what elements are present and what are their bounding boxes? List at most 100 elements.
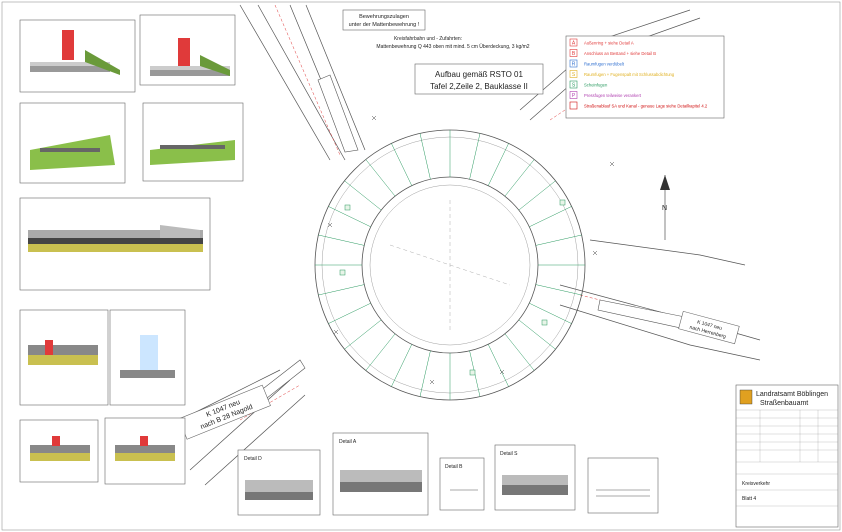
legend-key: S bbox=[572, 83, 576, 89]
legend-label: Raumfugen + Fugenspalt mit Schlussabdich… bbox=[584, 72, 675, 77]
detail-panel bbox=[19, 19, 136, 93]
authority-logo bbox=[739, 389, 753, 405]
project-name: Kreisverkehr bbox=[742, 481, 770, 487]
scheinfuge-line bbox=[518, 180, 556, 211]
note-text: unter der Mattenbewehrung ! bbox=[349, 22, 420, 28]
sheet-number: Blatt 4 bbox=[742, 496, 756, 502]
detail-panels-bottom: Detail D Detail A Detail B Detail S bbox=[237, 432, 659, 516]
scheinfuge-line bbox=[318, 284, 365, 296]
note-text: Bewehrungszulagen bbox=[359, 14, 409, 20]
roundabout bbox=[314, 129, 586, 401]
north-arrow: N bbox=[660, 175, 670, 240]
detail-panel bbox=[104, 417, 186, 485]
legend-key: A bbox=[572, 41, 576, 47]
road-e-edge-2 bbox=[559, 304, 761, 361]
scheinfuge-symbol bbox=[344, 204, 351, 211]
scheinfuge-line bbox=[318, 234, 365, 246]
note-reinforcement: Bewehrungszulagen unter der Mattenbewehr… bbox=[342, 9, 426, 31]
road-nw-edge-1 bbox=[239, 4, 331, 161]
title-block: Landratsamt Böblingen Straßenbauamt Krei… bbox=[735, 384, 839, 528]
dashed-line-n bbox=[274, 4, 341, 156]
scheinfuge-line bbox=[504, 333, 535, 371]
central-island bbox=[369, 184, 531, 346]
scheinfuge-line bbox=[344, 319, 382, 350]
x-marker bbox=[609, 161, 615, 167]
title-block-grid bbox=[736, 409, 838, 507]
note-text: Kreisfahrbahn und - Zufahrten: bbox=[394, 36, 462, 42]
note-text: Mattenbewehrung Q 443 oben mit mind. 5 c… bbox=[376, 43, 529, 50]
detail-panel-s2 bbox=[587, 457, 659, 514]
scheinfuge-line bbox=[529, 206, 572, 228]
road-n-edge-2 bbox=[305, 4, 366, 151]
detail-panel bbox=[19, 309, 109, 406]
legend-key: P bbox=[572, 93, 576, 99]
legend-swatch bbox=[569, 38, 578, 47]
legend-label: Pressfugen teilweise verankert bbox=[584, 93, 642, 98]
note-box bbox=[414, 63, 544, 95]
detail-panel bbox=[19, 197, 211, 291]
legend-rows: A Außenring + siehe Detail A B Anschluss an… bbox=[569, 38, 708, 110]
road-label-box bbox=[678, 310, 740, 345]
scheinfuge-line bbox=[504, 159, 535, 197]
legend-swatch bbox=[569, 49, 578, 57]
road-label-k1047-sw: K 1047 neu nach B 28 Nagold bbox=[178, 384, 271, 440]
scheinfuge-line bbox=[535, 234, 582, 246]
splitter-island-n bbox=[317, 74, 359, 153]
scheinfuge-line bbox=[328, 302, 371, 324]
joint-symbols bbox=[339, 199, 566, 376]
scheinfuge-symbol bbox=[469, 369, 476, 376]
note-box bbox=[342, 9, 426, 31]
x-marker bbox=[499, 369, 505, 375]
scheinfuge-line bbox=[535, 284, 582, 296]
road-label-k1047-e: K 1047 neu nach Herrenberg bbox=[678, 310, 740, 345]
road-sw-edge-2 bbox=[204, 394, 306, 486]
note-rsto: Aufbau gemäß RSTO 01 Tafel 2,Zeile 2, Ba… bbox=[414, 63, 544, 95]
scheinfuge-line bbox=[487, 344, 509, 387]
legend-label: Außenring + siehe Detail A bbox=[584, 41, 634, 46]
detail-title: Detail D bbox=[244, 456, 262, 462]
scheinfuge-line bbox=[469, 133, 481, 180]
detail-panel bbox=[139, 14, 236, 86]
legend-label: Scheinfugen bbox=[584, 83, 608, 88]
detail-panel bbox=[19, 102, 126, 184]
note-text: Aufbau gemäß RSTO 01 bbox=[435, 70, 523, 79]
authority-subname: Straßenbauamt bbox=[760, 400, 808, 407]
legend-swatch bbox=[569, 80, 578, 89]
x-marker bbox=[327, 222, 333, 228]
scheinfuge-symbol bbox=[339, 269, 346, 276]
legend-key: B bbox=[572, 51, 576, 57]
detail-panel-a: Detail A bbox=[332, 432, 429, 516]
scheinfuge-line bbox=[487, 143, 509, 186]
scheinfuge-line bbox=[391, 344, 413, 387]
scheinfuge-line bbox=[365, 159, 396, 197]
north-label: N bbox=[662, 205, 667, 212]
detail-title: Detail S bbox=[500, 451, 518, 457]
detail-panel bbox=[109, 309, 186, 406]
legend-key: S bbox=[572, 72, 576, 78]
legend-swatch bbox=[569, 91, 578, 99]
detail-panel-b: Detail B bbox=[439, 457, 485, 511]
scheinfuge-line bbox=[365, 333, 396, 371]
scheinfuge-line bbox=[529, 302, 572, 324]
legend-label: Anschluss an Bestand + siehe Detail B bbox=[584, 51, 656, 56]
road-sw-edge-1 bbox=[189, 379, 291, 471]
authority-name: Landratsamt Böblingen bbox=[756, 391, 828, 398]
dashed-line-sw bbox=[239, 384, 301, 421]
north-arrow-head bbox=[660, 175, 670, 190]
scheinfuge-line bbox=[419, 350, 431, 397]
scheinfuge-line bbox=[344, 180, 382, 211]
legend-key: R bbox=[572, 62, 576, 68]
scheinfuge-line bbox=[518, 319, 556, 350]
legend-swatch bbox=[569, 101, 578, 110]
x-marker bbox=[333, 329, 339, 335]
legend-label: Straßenablauf SA und Kanal - genaue Lage… bbox=[584, 104, 708, 109]
detail-panels-left bbox=[19, 14, 244, 485]
detail-panel bbox=[142, 102, 244, 182]
title-block-frame bbox=[735, 384, 839, 528]
detail-panel bbox=[19, 419, 99, 483]
legend-swatch bbox=[569, 70, 578, 78]
legend-swatch bbox=[569, 59, 578, 68]
note-text: Tafel 2,Zeile 2, Bauklasse II bbox=[430, 82, 528, 91]
